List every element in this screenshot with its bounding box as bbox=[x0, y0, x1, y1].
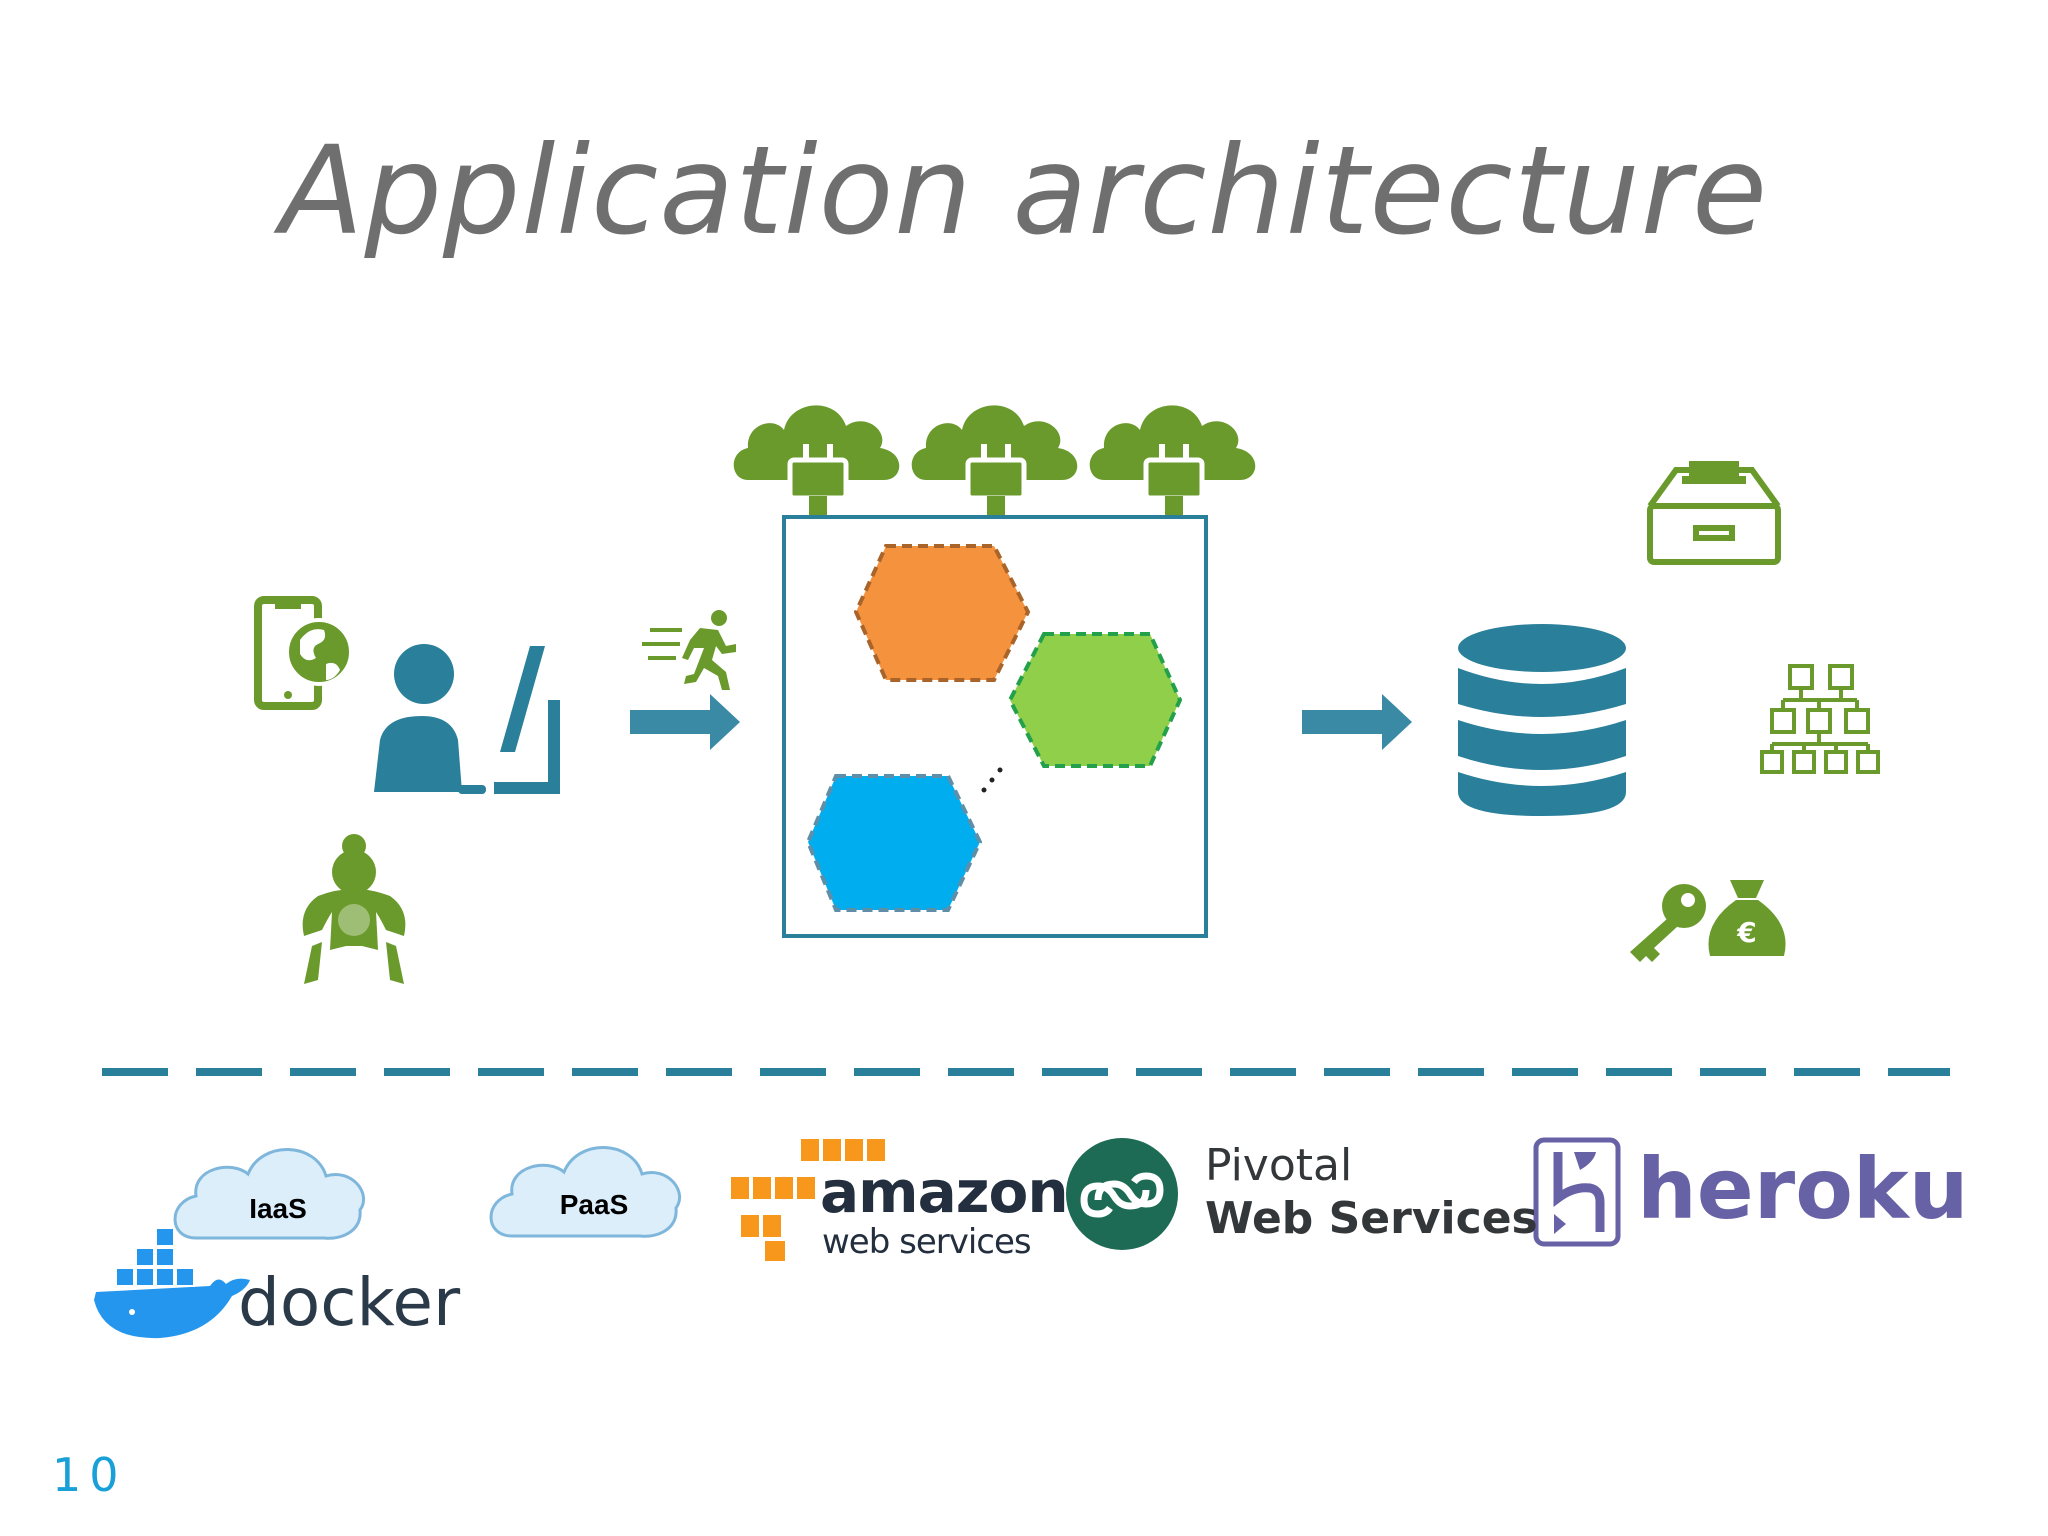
pivotal-logo-text: Pivotal bbox=[1205, 1140, 1353, 1191]
user-at-computer-icon bbox=[374, 644, 560, 794]
cloud-plug-icon bbox=[1090, 405, 1256, 522]
heroku-logo-icon bbox=[1533, 1137, 1621, 1247]
docker-logo-text: docker bbox=[238, 1264, 461, 1341]
euro-money-bag-icon: € bbox=[1708, 880, 1786, 956]
key-icon bbox=[1630, 884, 1706, 962]
cloud-plug-icon bbox=[734, 405, 900, 522]
paas-label: PaaS bbox=[560, 1189, 629, 1220]
page-number: 10 bbox=[52, 1448, 127, 1502]
arrow-right-2 bbox=[1302, 694, 1412, 750]
running-man-icon bbox=[642, 610, 736, 690]
slide-title: Application architecture bbox=[280, 120, 1768, 262]
aws-cubes-icon bbox=[729, 1137, 887, 1263]
blue-hexagon bbox=[805, 774, 983, 912]
arrow-right-1 bbox=[630, 694, 740, 750]
heroku-logo-text: heroku bbox=[1637, 1140, 1969, 1238]
paas-cloud-icon: PaaS bbox=[489, 1146, 682, 1238]
ellipsis-dots bbox=[981, 767, 1003, 793]
database-icon bbox=[1458, 624, 1626, 816]
cloud-plug-icon bbox=[912, 405, 1078, 522]
sumo-wrestler-icon bbox=[302, 834, 406, 984]
inbox-tray-icon bbox=[1647, 461, 1781, 565]
mobile-globe-icon bbox=[254, 596, 353, 710]
orange-hexagon bbox=[853, 544, 1031, 682]
amazon-logo-text: amazon bbox=[820, 1158, 1069, 1226]
pivotal-subtitle: Web Services bbox=[1205, 1193, 1538, 1244]
svg-text:€: € bbox=[1736, 916, 1756, 949]
green-hexagon bbox=[1007, 632, 1183, 768]
aws-subtitle: web services bbox=[822, 1222, 1032, 1262]
iaas-cloud-icon: IaaS bbox=[173, 1148, 366, 1240]
iaas-label: IaaS bbox=[249, 1193, 307, 1224]
org-chart-icon bbox=[1760, 664, 1880, 774]
pivotal-logo-icon bbox=[1066, 1138, 1178, 1250]
docker-whale-icon bbox=[94, 1227, 250, 1339]
